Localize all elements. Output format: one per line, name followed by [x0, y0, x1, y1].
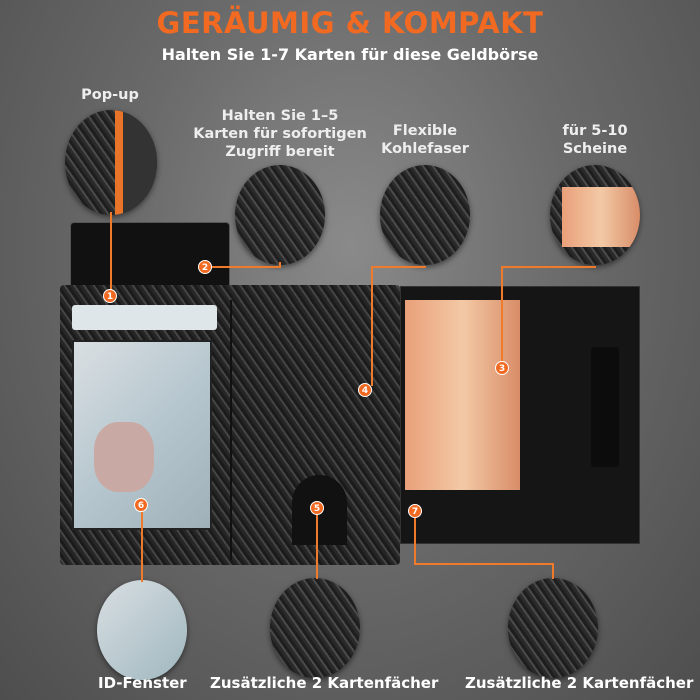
- label-bills: für 5-10 Scheine: [545, 122, 645, 158]
- connector-line: [501, 266, 503, 362]
- popup-cards: [70, 222, 230, 292]
- connector-line: [371, 266, 373, 386]
- connector-line: [371, 266, 426, 268]
- badge-5: 5: [310, 501, 324, 515]
- label-line: Halten Sie 1–5: [221, 108, 339, 124]
- badge-3: 3: [495, 361, 509, 375]
- connector-line: [316, 515, 318, 579]
- connector-line: [501, 266, 596, 268]
- label-line: Scheine: [562, 141, 628, 157]
- label-line: für 5-10: [562, 123, 628, 139]
- carbon-fiber-detail-image: [380, 165, 470, 265]
- popup-detail-image: [65, 110, 157, 215]
- id-window: [72, 340, 212, 530]
- label-line: Flexible: [392, 123, 458, 139]
- label-line: Karten für sofortigen: [193, 126, 367, 142]
- label-carbon: Flexible Kohlefaser: [370, 122, 480, 158]
- card-slot-card: [72, 305, 217, 330]
- connector-line: [552, 563, 554, 579]
- bills-detail-image: [550, 165, 640, 265]
- connector-line: [414, 563, 554, 565]
- id-window-detail-image: [97, 580, 187, 680]
- label-line: Kohlefaser: [381, 141, 469, 157]
- badge-6: 6: [134, 498, 148, 512]
- euro-banknotes: [405, 300, 520, 490]
- wallet-carbon-pocket: [230, 300, 400, 560]
- badge-1: 1: [103, 289, 117, 303]
- headline: GERÄUMIG & KOMPAKT: [156, 6, 544, 40]
- connector-line: [141, 512, 143, 582]
- label-popup: Pop-up: [81, 87, 139, 103]
- connector-line: [414, 518, 416, 565]
- badge-2: 2: [198, 260, 212, 274]
- connector-line: [110, 212, 112, 290]
- label-line: Zugriff bereit: [225, 144, 335, 160]
- label-id-window: ID-Fenster: [98, 674, 187, 692]
- label-quick-access: Halten Sie 1–5 Karten für sofortigen Zug…: [190, 107, 370, 161]
- label-card-slots: Zusätzliche 2 Kartenfächer: [210, 674, 439, 692]
- badge-4: 4: [358, 383, 372, 397]
- connector-line: [279, 262, 281, 268]
- badge-7: 7: [408, 504, 422, 518]
- quick-access-detail-image: [235, 165, 325, 265]
- side-card-slots-detail-image: [508, 578, 598, 678]
- card-slots-detail-image: [270, 578, 360, 678]
- connector-line: [212, 266, 281, 268]
- label-side-card-slots: Zusätzliche 2 Kartenfächer: [465, 674, 694, 692]
- subheadline: Halten Sie 1-7 Karten für diese Geldbörs…: [161, 45, 539, 64]
